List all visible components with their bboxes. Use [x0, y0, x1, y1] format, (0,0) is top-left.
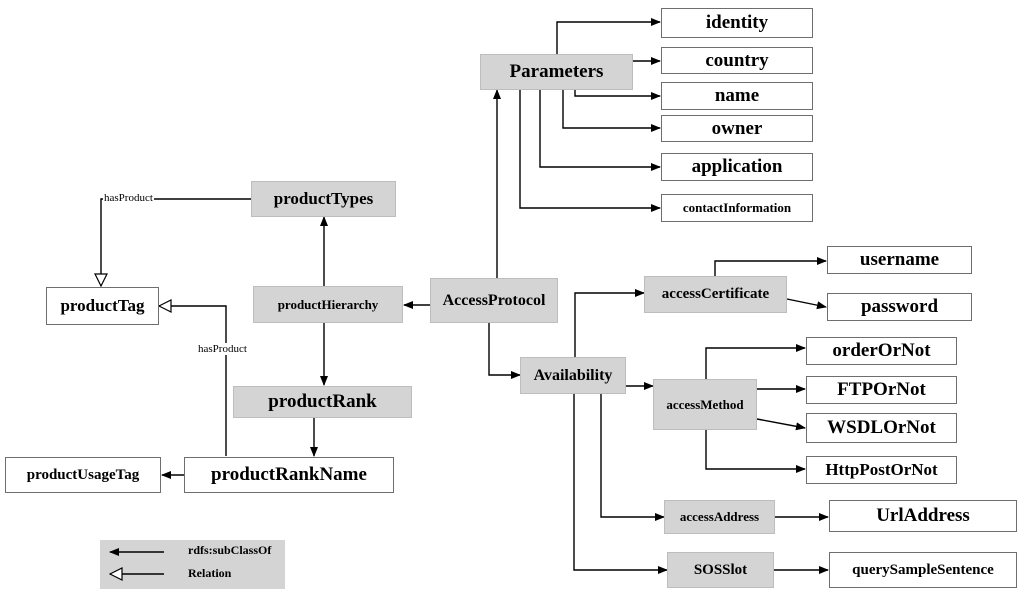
- node-accesscertificate: accessCertificate: [644, 276, 787, 313]
- edge-parameters-name: [574, 90, 661, 100]
- node-productusagetag: productUsageTag: [5, 457, 161, 493]
- node-country: country: [661, 47, 813, 74]
- node-accessmethod: accessMethod: [653, 379, 757, 430]
- edge-parameters-contactinformation: [519, 90, 661, 212]
- edge-availability-sosslot: [573, 394, 668, 574]
- legend: rdfs:subClassOf Relation: [100, 540, 285, 589]
- edge-accessmethod-wsdlornot: [756, 418, 806, 431]
- node-ftpornot: FTPOrNot: [806, 376, 957, 404]
- node-accessaddress: accessAddress: [664, 500, 775, 534]
- edge-label-hasproduct-right: hasProduct: [197, 343, 248, 355]
- node-wsdlornot: WSDLOrNot: [806, 413, 957, 443]
- node-producttypes: productTypes: [251, 181, 396, 217]
- node-password: password: [827, 293, 972, 321]
- node-urladdress: UrlAddress: [829, 500, 1017, 532]
- legend-relation-label: Relation: [188, 566, 232, 580]
- node-accessprotocol: AccessProtocol: [430, 278, 558, 323]
- node-httppostornot: HttpPostOrNot: [806, 456, 957, 484]
- node-username: username: [827, 246, 972, 274]
- edge-availability-accesscertificate: [574, 289, 645, 357]
- node-application: application: [661, 153, 813, 181]
- edge-accessprotocol-availability: [488, 323, 521, 379]
- node-availability: Availability: [520, 357, 626, 394]
- node-productrankname: productRankName: [184, 457, 394, 493]
- edge-producttypes-producttag: [101, 198, 251, 286]
- node-parameters: Parameters: [480, 54, 633, 90]
- legend-subclass-label: rdfs:subClassOf: [188, 543, 272, 557]
- edge-parameters-owner: [562, 90, 661, 132]
- edge-accesscertificate-password: [786, 298, 827, 310]
- edge-productrankname-producttag: [159, 306, 227, 456]
- edge-availability-accessaddress: [600, 394, 665, 521]
- node-contactinformation: contactInformation: [661, 194, 813, 222]
- node-producthierarchy: productHierarchy: [253, 286, 403, 323]
- edge-parameters-identity: [556, 18, 661, 54]
- edge-accessmethod-orderornot: [705, 344, 806, 379]
- node-sosslot: SOSSlot: [667, 552, 774, 588]
- node-name: name: [661, 82, 813, 110]
- edge-accesscertificate-username: [714, 257, 827, 276]
- node-producttag: productTag: [46, 287, 159, 325]
- node-querysamplesentence: querySampleSentence: [829, 552, 1017, 588]
- legend-arrows: [109, 548, 164, 589]
- node-owner: owner: [661, 115, 813, 142]
- node-identity: identity: [661, 8, 813, 38]
- edge-accessmethod-httppostornot: [705, 430, 806, 473]
- edge-label-hasproduct-top: hasProduct: [103, 192, 154, 204]
- node-orderornot: orderOrNot: [806, 337, 957, 365]
- edge-parameters-application: [539, 90, 661, 171]
- node-productrank: productRank: [233, 386, 412, 418]
